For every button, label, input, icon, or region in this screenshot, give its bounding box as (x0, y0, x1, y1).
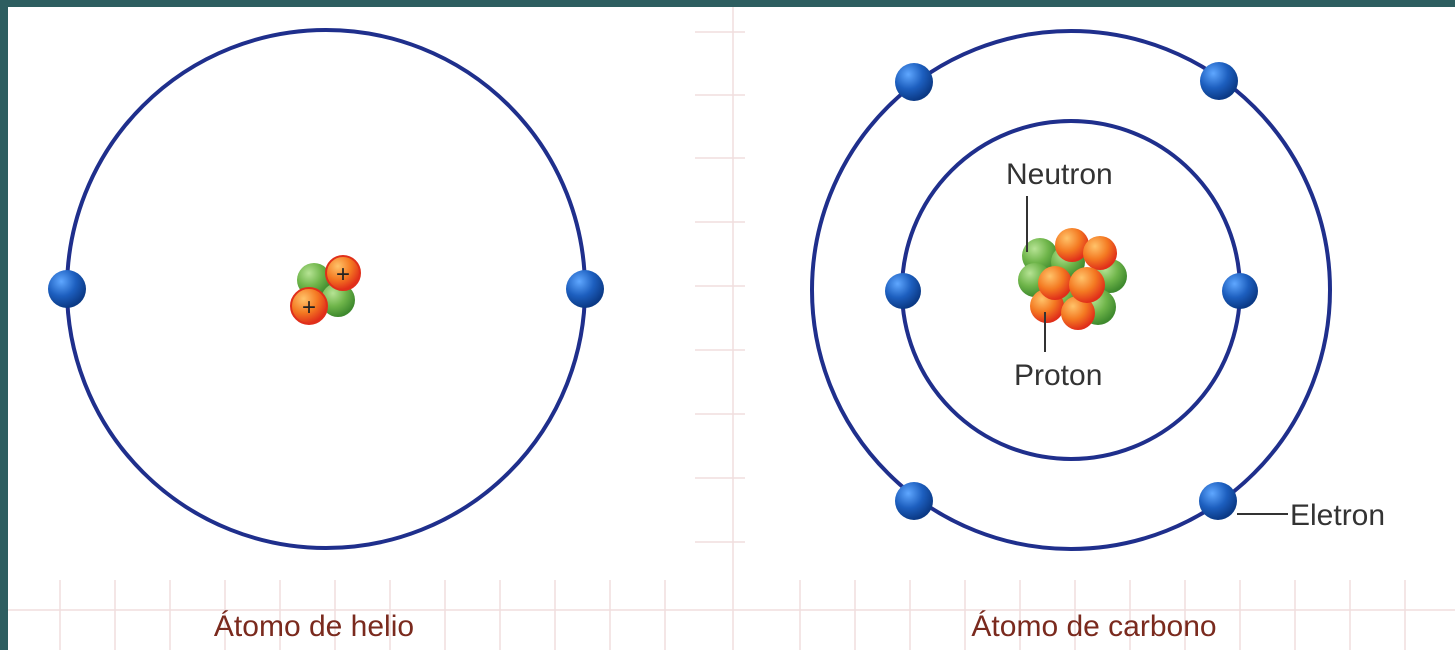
helium-caption: Átomo de helio (214, 610, 414, 643)
carbon-electron (895, 63, 933, 101)
proton-sign: + (336, 261, 350, 288)
neutron-label: Neutron (1006, 158, 1113, 191)
carbon-nucleus (1018, 228, 1127, 330)
carbon-electron (1200, 62, 1238, 100)
helium-electron (48, 270, 86, 308)
carbon-electron (895, 482, 933, 520)
proton-particle (325, 255, 361, 291)
helium-electron (566, 270, 604, 308)
proton-particle (1038, 266, 1072, 300)
proton-label: Proton (1014, 359, 1102, 392)
diagram-frame: + + Átomo de helio (8, 7, 1455, 650)
helium-nucleus: + + (290, 255, 361, 325)
carbon-electron (1199, 482, 1237, 520)
helium-atom: + + Átomo de helio (48, 28, 604, 643)
electron-label: Eletron (1290, 499, 1385, 532)
carbon-outer-orbit (810, 29, 1332, 551)
carbon-electron (885, 273, 921, 309)
proton-particle (290, 287, 328, 325)
proton-particle (1069, 267, 1105, 303)
neutron-particle (321, 283, 355, 317)
carbon-caption: Átomo de carbono (971, 610, 1216, 643)
background-grid (8, 7, 1455, 650)
proton-particle (1055, 228, 1089, 262)
carbon-electron (1222, 273, 1258, 309)
proton-particle (1083, 236, 1117, 270)
carbon-atom: Neutron Proton Eletron Átomo de carbono (810, 29, 1385, 643)
proton-sign: + (302, 294, 316, 321)
atom-diagram: + + Átomo de helio (8, 7, 1455, 650)
proton-particle (1061, 296, 1095, 330)
